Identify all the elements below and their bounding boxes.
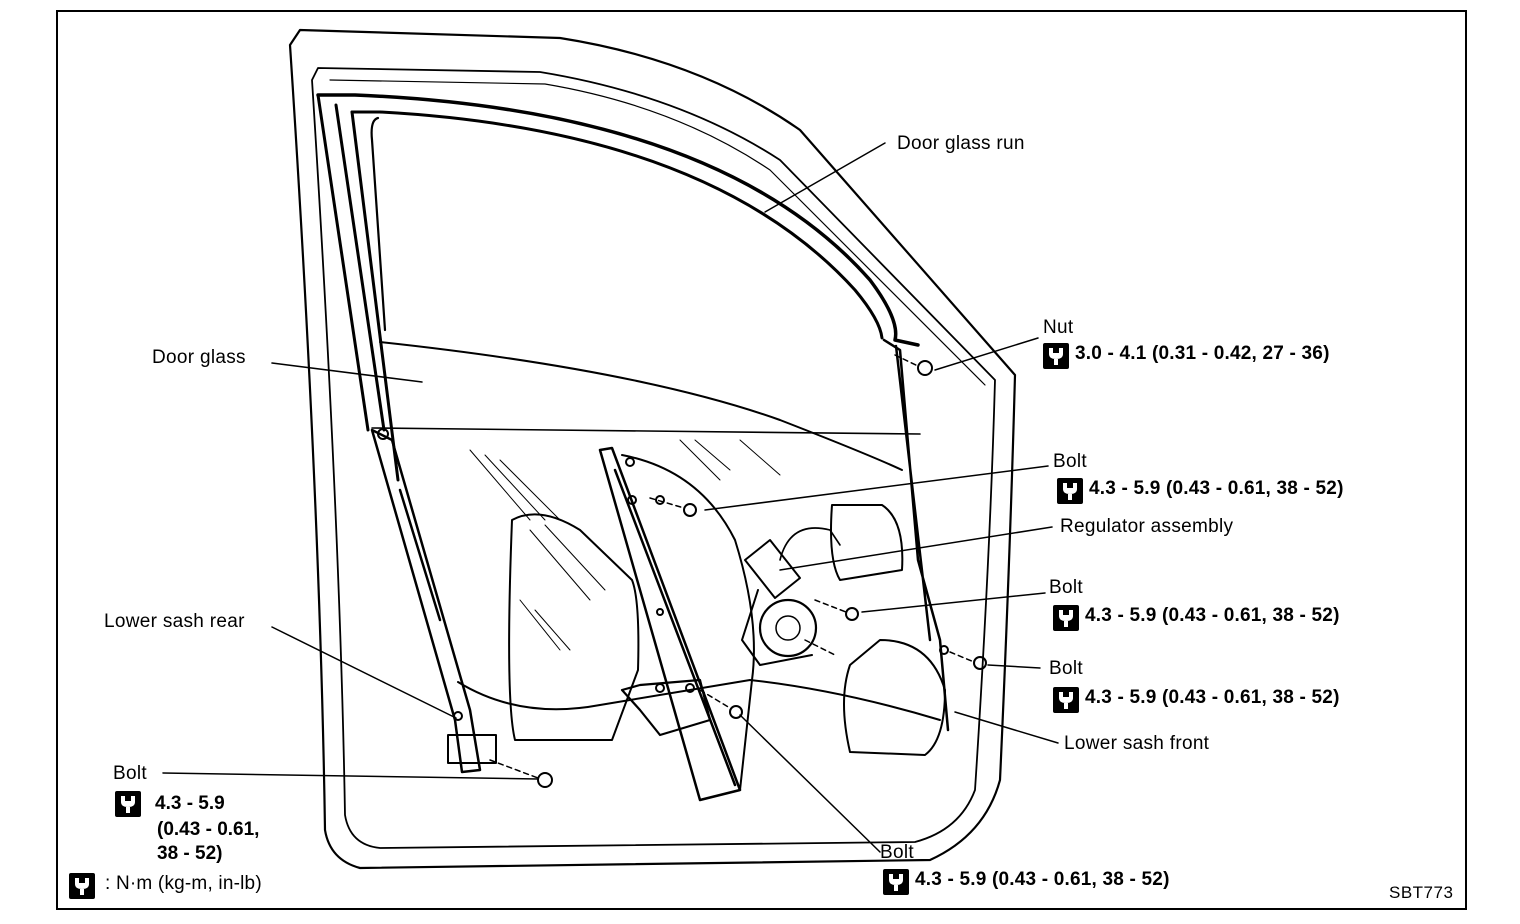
regulator-harness — [779, 527, 841, 561]
door-glass-top-edge — [379, 341, 903, 471]
fastener-axis-lines — [489, 354, 975, 779]
regulator-rail — [598, 446, 742, 802]
label-bolt-motor: Bolt — [1049, 577, 1083, 598]
label-lower-sash-front: Lower sash front — [1064, 733, 1210, 754]
lower-sash-rear — [370, 428, 482, 774]
glass-run-channel — [316, 93, 920, 347]
diagram-frame — [56, 10, 1467, 910]
leader-lines — [162, 142, 1059, 853]
front-sash-channel — [882, 338, 950, 732]
door-outer-panel — [288, 28, 1017, 870]
torque-value-bolt-lower: 4.3 - 5.9 (0.43 - 0.61, 38 - 52) — [915, 869, 1170, 891]
torque-value-bolt-upper: 4.3 - 5.9 (0.43 - 0.61, 38 - 52) — [1089, 478, 1344, 500]
torque-spec-bolt-lower: 4.3 - 5.9 (0.43 - 0.61, 38 - 52) — [883, 869, 1170, 895]
label-door-glass-run: Door glass run — [897, 133, 1025, 154]
label-bolt-rear-sash: Bolt — [113, 763, 147, 784]
legend-units: : N·m (kg-m, in-lb) — [69, 873, 262, 899]
regulator-lower-bracket — [620, 678, 712, 737]
torque-spec-bolt-rear-sash: 4.3 - 5.9 — [115, 790, 225, 817]
label-nut: Nut — [1043, 317, 1074, 338]
regulator-motor-housing — [758, 598, 818, 658]
door-flange-inner-line — [329, 79, 986, 386]
torque-spec-bolt-front-sash: 4.3 - 5.9 (0.43 - 0.61, 38 - 52) — [1053, 687, 1340, 713]
torque-wrench-icon — [1057, 478, 1083, 504]
torque-wrench-icon — [1043, 343, 1069, 369]
label-bolt-lower: Bolt — [880, 842, 914, 863]
torque-wrench-icon — [883, 869, 909, 895]
torque-wrench-icon — [115, 790, 141, 817]
label-lower-sash-rear: Lower sash rear — [104, 611, 245, 632]
door-inner-flange — [311, 67, 996, 849]
torque-value-bolt-rear-sash-line1: 4.3 - 5.9 — [155, 793, 225, 814]
torque-wrench-icon — [69, 873, 95, 899]
glass-hatching — [469, 439, 781, 651]
glass-run-channel-inner — [350, 110, 884, 340]
torque-wrench-icon — [1053, 605, 1079, 631]
torque-value-bolt-rear-sash-line2: (0.43 - 0.61, — [157, 819, 260, 840]
torque-value-bolt-rear-sash-line3: 38 - 52) — [157, 843, 223, 864]
belt-line — [371, 427, 921, 435]
access-hole-front — [830, 504, 904, 581]
torque-value-bolt-motor: 4.3 - 5.9 (0.43 - 0.61, 38 - 52) — [1085, 605, 1340, 627]
torque-value-nut: 3.0 - 4.1 (0.31 - 0.42, 27 - 36) — [1075, 343, 1330, 365]
lower-sash-rear-bracket — [447, 734, 497, 764]
torque-spec-bolt-upper: 4.3 - 5.9 (0.43 - 0.61, 38 - 52) — [1057, 478, 1344, 504]
torque-wrench-icon — [1053, 687, 1079, 713]
fasteners — [377, 360, 987, 788]
label-bolt-front-sash: Bolt — [1049, 658, 1083, 679]
torque-value-bolt-front-sash: 4.3 - 5.9 (0.43 - 0.61, 38 - 52) — [1085, 687, 1340, 709]
regulator-motor-gear — [775, 615, 801, 641]
glass-run-channel-left — [316, 93, 400, 482]
label-door-glass: Door glass — [152, 347, 246, 368]
torque-spec-nut: 3.0 - 4.1 (0.31 - 0.42, 27 - 36) — [1043, 343, 1330, 369]
regulator-cable — [621, 454, 755, 791]
figure-code: SBT773 — [1389, 883, 1454, 902]
legend-units-text: : N·m (kg-m, in-lb) — [105, 873, 262, 895]
label-bolt-upper: Bolt — [1053, 451, 1087, 472]
access-hole-rear — [508, 513, 640, 741]
door-glass-lower-edge — [457, 679, 941, 721]
label-regulator-assembly: Regulator assembly — [1060, 516, 1234, 537]
torque-spec-bolt-motor: 4.3 - 5.9 (0.43 - 0.61, 38 - 52) — [1053, 605, 1340, 631]
access-hole-front-lower — [843, 639, 946, 756]
regulator-motor-body — [741, 539, 813, 666]
window-opening — [370, 116, 387, 332]
